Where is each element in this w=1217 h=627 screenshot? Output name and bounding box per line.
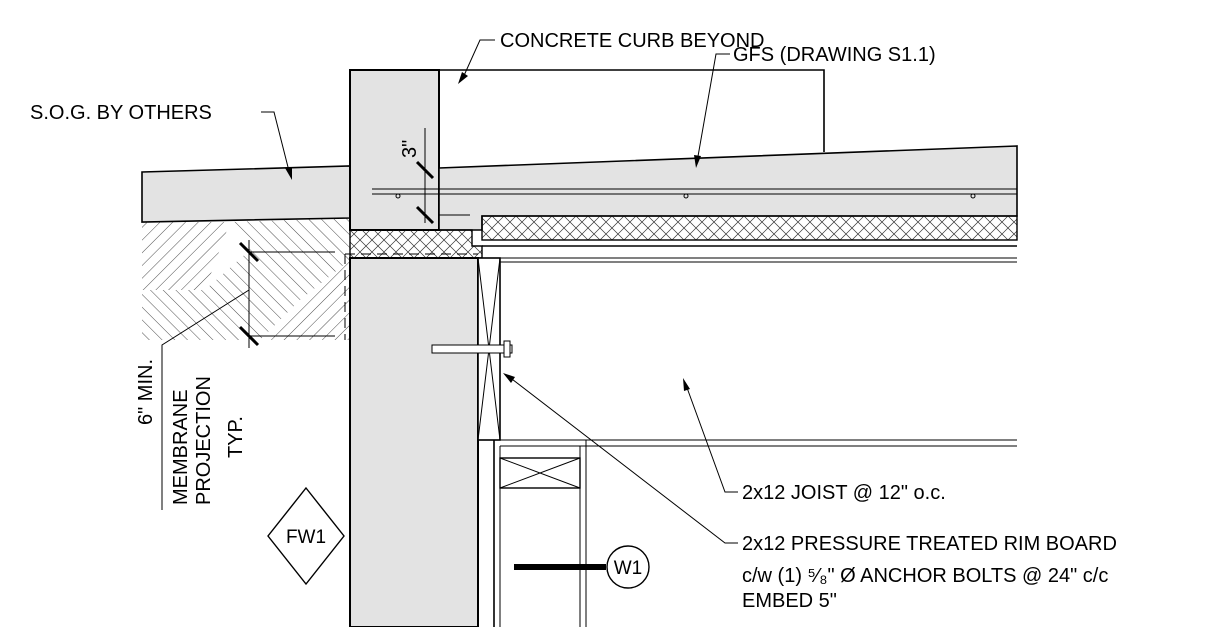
soil-hatch: [142, 218, 350, 340]
tag-w1: W1: [514, 545, 650, 589]
dim-gfs-thickness: 3": [399, 140, 421, 158]
label-embed: EMBED 5": [742, 590, 837, 612]
concrete-curb: [349, 69, 440, 231]
svg-text:6" MIN.: 6" MIN.: [135, 359, 157, 425]
insulation-floor: [481, 215, 1018, 241]
svg-text:TYP.: TYP.: [225, 416, 247, 458]
svg-text:PROJECTION: PROJECTION: [193, 376, 215, 505]
dim-membrane-projection: 6" MIN. MEMBRANE PROJECTION TYP.: [135, 359, 247, 505]
label-sog: S.O.G. BY OTHERS: [30, 102, 212, 124]
label-gfs: GFS (DRAWING S1.1): [733, 44, 936, 66]
label-concrete-curb: CONCRETE CURB BEYOND: [500, 30, 764, 52]
svg-text:MEMBRANE: MEMBRANE: [170, 389, 192, 505]
slab-on-grade: [141, 165, 351, 223]
foundation-wall: [349, 257, 479, 627]
tag-fw1: FW1: [267, 486, 345, 586]
svg-text:W1: W1: [614, 558, 643, 579]
label-rim-board: 2x12 PRESSURE TREATED RIM BOARD: [742, 533, 1117, 555]
anchor-bolt: [431, 344, 513, 354]
label-joist: 2x12 JOIST @ 12" o.c.: [742, 482, 946, 504]
label-anchor-bolts: c/w (1) ⁵⁄₈" Ø ANCHOR BOLTS @ 24" c/c: [742, 565, 1108, 587]
svg-text:FW1: FW1: [286, 527, 326, 548]
